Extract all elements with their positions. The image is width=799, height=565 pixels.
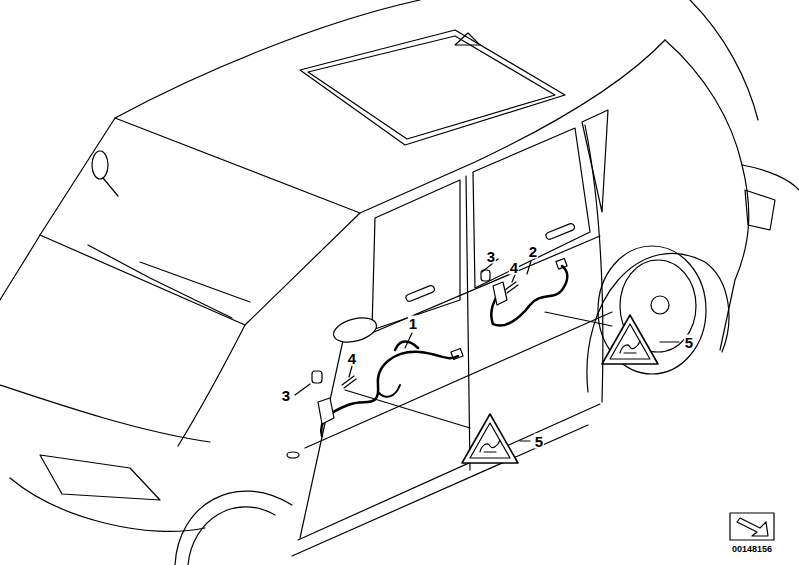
bumper bbox=[10, 478, 205, 531]
warning-icon bbox=[480, 440, 500, 452]
wiper bbox=[88, 245, 232, 318]
windshield bbox=[40, 118, 360, 325]
callout-number: 3 bbox=[486, 249, 496, 264]
bracket bbox=[493, 282, 507, 305]
connector bbox=[451, 349, 463, 360]
trunk-line bbox=[742, 165, 799, 190]
drawing-number: 00148156 bbox=[731, 545, 773, 554]
callout-number: 4 bbox=[509, 260, 519, 275]
leader-line bbox=[405, 333, 412, 348]
antenna bbox=[455, 33, 480, 45]
door-gap bbox=[466, 176, 470, 470]
leader-line bbox=[349, 366, 352, 377]
warning-triangle bbox=[602, 315, 658, 364]
callout-number: 5 bbox=[684, 335, 694, 350]
warning-triangle bbox=[470, 423, 510, 458]
front-door-edge bbox=[300, 322, 347, 538]
leader-line bbox=[295, 384, 310, 395]
leader-line bbox=[545, 312, 612, 326]
bracket bbox=[318, 398, 334, 424]
side-marker bbox=[287, 452, 299, 458]
connector bbox=[556, 259, 567, 270]
leader-line bbox=[527, 261, 531, 274]
wiring-harness bbox=[321, 352, 458, 436]
view-icon-frame bbox=[730, 513, 774, 540]
view-arrow bbox=[737, 518, 768, 536]
quarter-window bbox=[582, 110, 608, 212]
leader-line bbox=[512, 275, 515, 282]
rear-tire bbox=[598, 246, 706, 374]
door-handle bbox=[545, 223, 575, 241]
leader-line bbox=[345, 390, 470, 428]
callout-number: 3 bbox=[281, 388, 291, 403]
front-tire bbox=[188, 507, 275, 565]
driver-mirror bbox=[331, 314, 379, 347]
callout-number: 4 bbox=[347, 351, 357, 366]
rear-window bbox=[473, 128, 590, 288]
grommet bbox=[312, 371, 322, 383]
roof-line bbox=[360, 40, 665, 213]
wiper bbox=[140, 262, 250, 302]
passenger-mirror bbox=[92, 151, 108, 179]
character-line bbox=[305, 312, 612, 448]
headlight bbox=[40, 455, 160, 500]
roof-line bbox=[115, 0, 420, 118]
warning-triangle bbox=[610, 324, 650, 359]
wiring-branch bbox=[378, 385, 400, 397]
rear-window bbox=[690, 0, 758, 120]
sill bbox=[292, 425, 588, 556]
front-window bbox=[372, 180, 460, 330]
callout-number: 1 bbox=[408, 316, 418, 331]
screw bbox=[505, 282, 518, 293]
callout-number: 2 bbox=[528, 244, 538, 259]
sunroof bbox=[308, 36, 555, 139]
passenger-mirror bbox=[103, 178, 118, 196]
rear-hub bbox=[651, 296, 669, 314]
front-edge bbox=[0, 385, 210, 442]
screw bbox=[342, 376, 356, 388]
callout-number: 5 bbox=[534, 434, 544, 449]
sill bbox=[298, 404, 600, 540]
c-pillar bbox=[665, 40, 742, 165]
wiring-harness bbox=[493, 266, 567, 326]
door-handle bbox=[405, 285, 435, 303]
hood-edge bbox=[0, 235, 40, 300]
leader-line bbox=[520, 440, 530, 441]
warning-icon bbox=[620, 341, 640, 353]
warning-triangle bbox=[462, 414, 518, 463]
front-wheel-arch bbox=[175, 491, 292, 565]
sunroof bbox=[300, 30, 565, 145]
hood-line bbox=[178, 325, 245, 446]
rear-wheel-arch bbox=[587, 253, 729, 392]
belt-line bbox=[360, 236, 600, 338]
rear-body bbox=[720, 165, 749, 350]
rear-lamp bbox=[745, 190, 775, 230]
leader-line bbox=[660, 341, 679, 342]
